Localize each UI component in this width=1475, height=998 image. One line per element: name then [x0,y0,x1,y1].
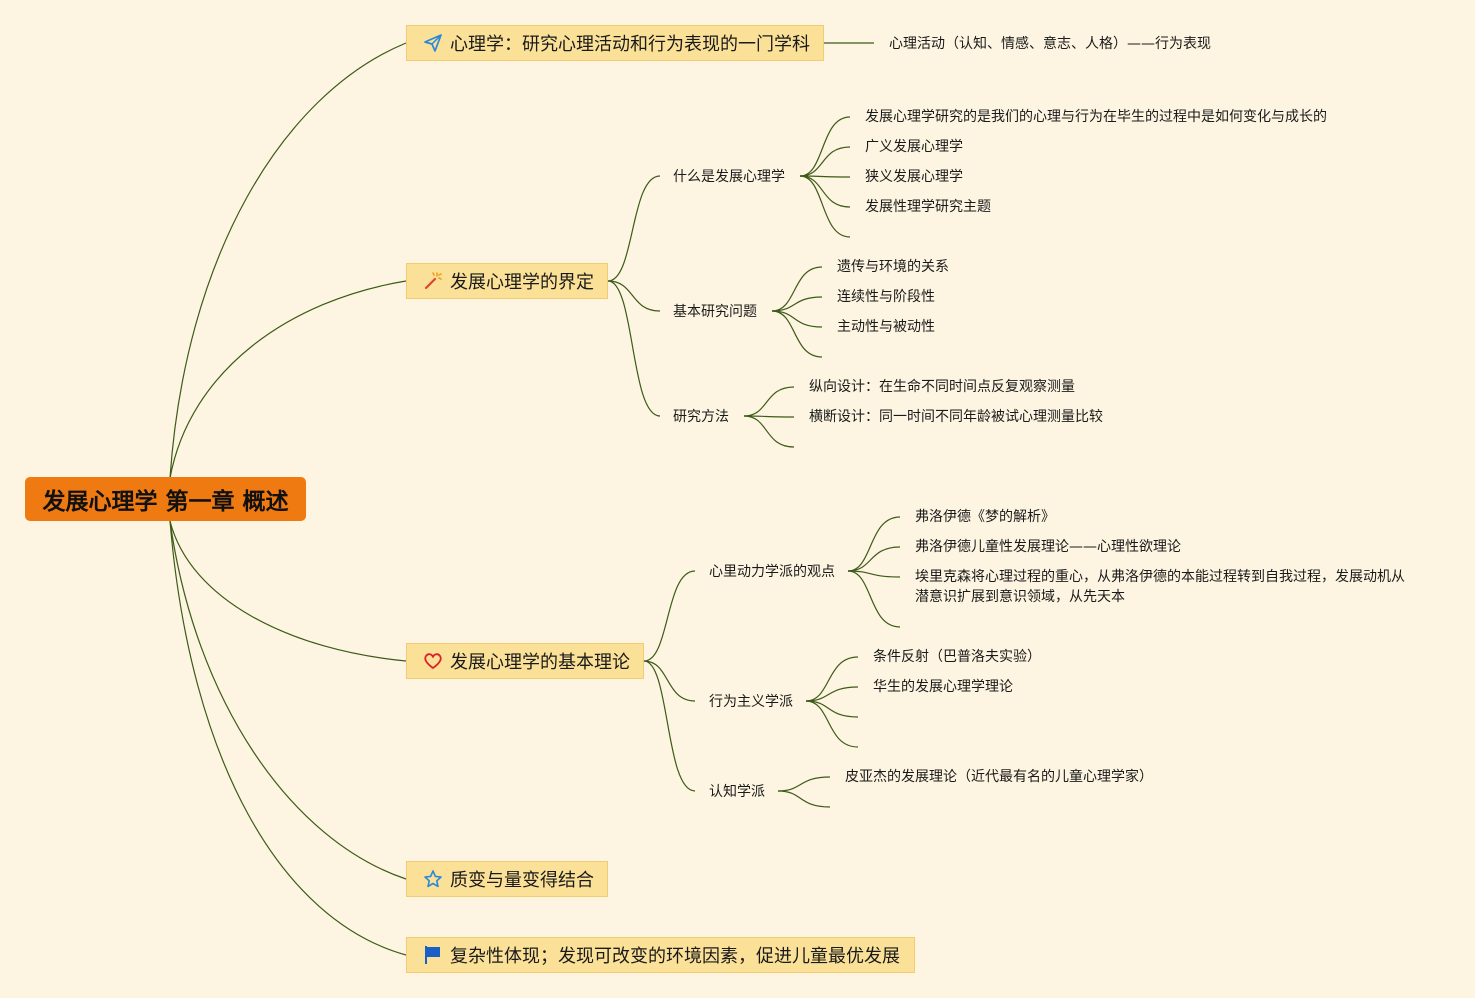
edge-b1c0-i4 [799,175,851,238]
edge-b1c1-i1 [771,296,823,312]
leaf-item[interactable]: 广义发展心理学 [865,139,963,155]
edge-b1-c0 [607,175,661,282]
subtopic-what-is[interactable]: 什么是发展心理学 [673,169,785,185]
edge-b1-c1 [607,280,661,312]
leaf-item[interactable]: 华生的发展心理学理论 [873,679,1013,695]
edge-b1c1-i2 [771,310,823,328]
subtopic-psychodynamic[interactable]: 心里动力学派的观点 [709,564,835,580]
branch-label: 发展心理学的界定 [450,272,594,293]
edge-b1c2-i0 [743,386,795,417]
edge-b1c1-i3 [771,310,823,358]
edge-b2-c0 [643,570,696,662]
branch-basic-theories[interactable]: 发展心理学的基本理论 [406,643,644,679]
edge-root-b3 [169,520,407,880]
edge-b2c0-i1 [847,546,901,572]
magic-wand-icon [423,270,445,292]
edge-b2c1-i3 [805,700,859,748]
leaf-item[interactable]: 埃里克森将心理过程的重心，从弗洛伊德的本能过程转到自我过程，发展动机从潜意识扩展… [915,569,1405,605]
branch-label: 复杂性体现；发现可改变的环境因素，促进儿童最优发展 [450,946,900,967]
leaf-item[interactable]: 发展心理学研究的是我们的心理与行为在毕生的过程中是如何变化与成长的 [865,109,1327,125]
leaf-item[interactable]: 连续性与阶段性 [837,289,935,305]
edge-root-b0 [169,42,407,479]
edge-b2c0-i3 [847,570,901,628]
leaf-item[interactable]: 主动性与被动性 [837,319,935,335]
edge-b2c1-i0 [805,656,859,702]
edge-b2c1-i1 [805,686,859,702]
leaf-item[interactable]: 发展性理学研究主题 [865,199,991,215]
heart-icon [423,650,445,672]
subtopic-basic-questions[interactable]: 基本研究问题 [673,304,757,320]
branch-dev-psych-definition[interactable]: 发展心理学的界定 [406,263,608,299]
subtopic-methods[interactable]: 研究方法 [673,409,729,425]
edge-b2c0-i0 [847,516,901,572]
edge-b1c0-i1 [799,146,851,177]
edge-b2-c1 [643,660,696,702]
leaf-item[interactable]: 条件反射（巴普洛夫实验） [873,649,1041,665]
edge-b1c1-i0 [771,266,823,312]
edge-root-b2 [169,520,407,662]
branch-quality-quantity[interactable]: 质变与量变得结合 [406,861,608,897]
subtopic-cognitive[interactable]: 认知学派 [709,784,765,800]
edge-b1c0-i3 [799,175,851,208]
edge-b1c0-i0 [799,116,851,177]
branch-label: 发展心理学的基本理论 [450,652,630,673]
branch-note[interactable]: 心理活动（认知、情感、意志、人格）——行为表现 [889,36,1211,52]
edge-b1-c2 [607,280,661,417]
edge-b2c0-i2 [847,570,901,578]
subtopic-behaviorism[interactable]: 行为主义学派 [709,694,793,710]
leaf-item[interactable]: 弗洛伊德《梦的解析》 [915,509,1055,525]
edge-b2c2-i0 [777,776,831,792]
edge-b2c2-i1 [777,790,831,808]
star-icon [423,868,445,890]
branch-label: 质变与量变得结合 [450,870,594,891]
flag-icon [423,944,445,966]
root-topic[interactable]: 发展心理学 第一章 概述 [25,477,306,521]
edge-b1c2-i2 [743,415,795,448]
leaf-item[interactable]: 纵向设计：在生命不同时间点反复观察测量 [809,379,1075,395]
branch-psychology-definition[interactable]: 心理学：研究心理活动和行为表现的一门学科 [406,25,824,61]
paper-plane-icon [423,32,445,54]
leaf-item[interactable]: 横断设计：同一时间不同年龄被试心理测量比较 [809,409,1103,425]
edge-root-b4 [169,520,407,956]
branch-complexity[interactable]: 复杂性体现；发现可改变的环境因素，促进儿童最优发展 [406,937,915,973]
leaf-item[interactable]: 遗传与环境的关系 [837,259,949,275]
edge-b2-c2 [643,660,696,792]
leaf-item[interactable]: 弗洛伊德儿童性发展理论——心理性欲理论 [915,539,1181,555]
edge-root-b1 [169,280,407,479]
leaf-item[interactable]: 狭义发展心理学 [865,169,963,185]
branch-label: 心理学：研究心理活动和行为表现的一门学科 [450,34,810,55]
leaf-item[interactable]: 皮亚杰的发展理论（近代最有名的儿童心理学家） [845,769,1153,785]
